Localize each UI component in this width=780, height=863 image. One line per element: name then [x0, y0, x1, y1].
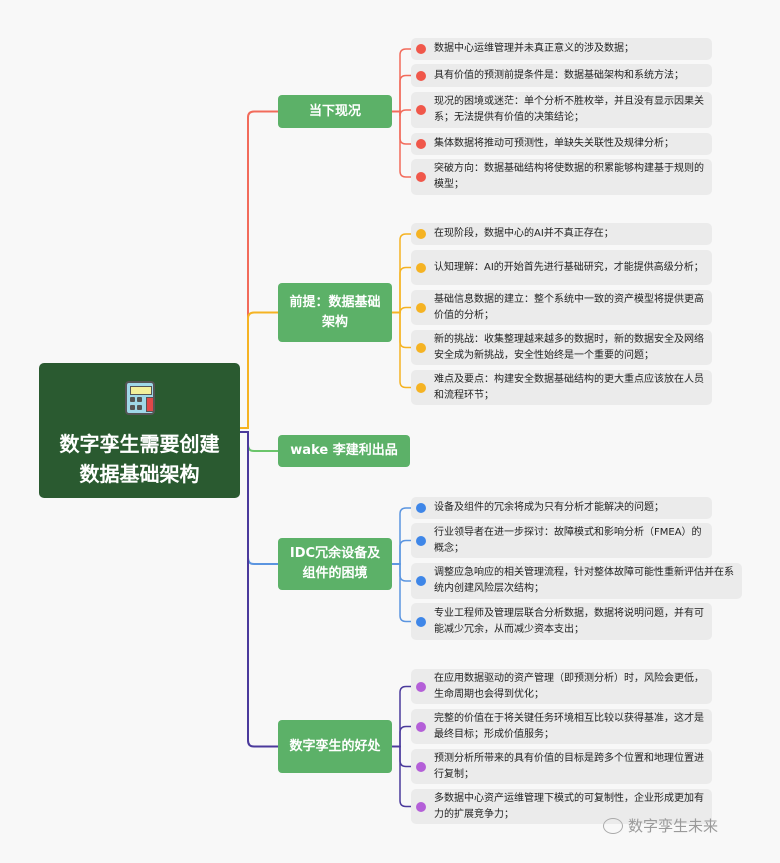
branch-connector: [240, 431, 278, 748]
leaf-connector: [392, 266, 416, 314]
leaf-text: 数据中心运维管理并未真正意义的涉及数据；: [434, 43, 634, 54]
leaf-text: 在现阶段，数据中心的AI并不真正存在；: [434, 228, 614, 239]
branch-node-3[interactable]: IDC冗余设备及组件的困境: [278, 538, 392, 590]
leaf-connector: [392, 311, 416, 389]
bullet-dot-icon: [416, 229, 426, 239]
watermark: 数字孪生未来: [603, 815, 718, 836]
leaf-node[interactable]: 多数据中心资产运维管理下模式的可复制性，企业形成更加有力的扩展竞争力；: [411, 789, 712, 824]
bullet-dot-icon: [416, 681, 426, 692]
leaf-node[interactable]: 集体数据将推动可预测性，单缺失关联性及规律分析；: [411, 133, 712, 155]
leaf-text: 认知理解：AI的开始首先进行基础研究，才能提供高级分析；: [434, 261, 704, 273]
leaf-node[interactable]: 新的挑战：收集整理越来越多的数据时，新的数据安全及网络安全成为新挑战，安全性始终…: [411, 330, 712, 365]
branch-connector: [240, 110, 278, 429]
leaf-text: 集体数据将推动可预测性，单缺失关联性及规律分析；: [434, 138, 674, 149]
leaf-text: 行业领导者在进一步探讨：故障模式和影响分析（FMEA）的概念；: [434, 526, 702, 554]
leaf-node[interactable]: 调整应急响应的相关管理流程，针对整体故障可能性重新评估并在系统内创建风险层次结构…: [411, 563, 742, 599]
leaf-node[interactable]: 现况的困境或迷茫：单个分析不胜枚举，并且没有显示因果关系；无法提供有价值的决策结…: [411, 92, 712, 128]
bullet-dot-icon: [416, 302, 426, 313]
leaf-connector: [392, 74, 416, 113]
leaf-node[interactable]: 完整的价值在于将关键任务环境相互比较以获得基准，这才是最终目标；形成价值服务；: [411, 709, 712, 744]
bullet-dot-icon: [416, 342, 426, 353]
bullet-dot-icon: [416, 382, 426, 393]
bullet-dot-icon: [416, 105, 426, 115]
branch-node-4[interactable]: 数字孪生的好处: [278, 720, 392, 773]
leaf-node[interactable]: 设备及组件的冗余将成为只有分析才能解决的问题；: [411, 497, 712, 519]
leaf-connector: [392, 563, 416, 623]
leaf-text: 难点及要点：构建安全数据基础结构的更大重点应该放在人员和流程环节；: [434, 373, 704, 401]
leaf-text: 设备及组件的冗余将成为只有分析才能解决的问题；: [434, 502, 664, 513]
bullet-dot-icon: [416, 70, 426, 81]
leaf-connector: [392, 110, 416, 178]
root-title: 数字孪生需要创建数据基础架构: [59, 432, 220, 486]
bullet-dot-icon: [416, 172, 426, 182]
leaf-node[interactable]: 预测分析所带来的具有价值的目标是跨多个位置和地理位置进行复制；: [411, 749, 712, 784]
bullet-dot-icon: [416, 576, 426, 586]
leaf-node[interactable]: 难点及要点：构建安全数据基础结构的更大重点应该放在人员和流程环节；: [411, 370, 712, 405]
leaf-node[interactable]: 在现阶段，数据中心的AI并不真正存在；: [411, 223, 712, 245]
leaf-node[interactable]: 具有价值的预测前提条件是：数据基础架构和系统方法；: [411, 64, 712, 87]
bullet-dot-icon: [416, 721, 426, 732]
leaf-text: 突破方向：数据基础结构将使数据的积累能够构建基于规则的模型；: [434, 163, 704, 190]
leaf-node[interactable]: 基础信息数据的建立：整个系统中一致的资产模型将提供更高价值的分析；: [411, 290, 712, 325]
leaf-text: 现况的困境或迷茫：单个分析不胜枚举，并且没有显示因果关系；无法提供有价值的决策结…: [434, 96, 704, 123]
calculator-icon: [125, 381, 155, 415]
leaf-text: 基础信息数据的建立：整个系统中一致的资产模型将提供更高价值的分析；: [434, 293, 704, 321]
leaf-text: 专业工程师及管理层联合分析数据，数据将说明问题，并有可能减少冗余，从而减少资本支…: [434, 607, 704, 635]
leaf-text: 具有价值的预测前提条件是：数据基础架构和系统方法；: [434, 69, 684, 81]
bullet-dot-icon: [416, 139, 426, 149]
leaf-text: 在应用数据驱动的资产管理（即预测分析）时，风险会更低，生命周期也会得到优化；: [434, 672, 704, 700]
branch-node-1[interactable]: 前提：数据基础架构: [278, 283, 392, 342]
wechat-icon: [603, 817, 623, 834]
leaf-connector: [392, 507, 416, 565]
leaf-node[interactable]: 专业工程师及管理层联合分析数据，数据将说明问题，并有可能减少冗余，从而减少资本支…: [411, 603, 712, 640]
bullet-dot-icon: [416, 503, 426, 513]
branch-node-2[interactable]: wake 李建利出品: [278, 435, 410, 467]
bullet-dot-icon: [416, 761, 426, 772]
branch-connector: [240, 431, 278, 452]
bullet-dot-icon: [416, 262, 426, 273]
leaf-node[interactable]: 行业领导者在进一步探讨：故障模式和影响分析（FMEA）的概念；: [411, 523, 712, 558]
leaf-connector: [392, 725, 416, 748]
leaf-text: 多数据中心资产运维管理下模式的可复制性，企业形成更加有力的扩展竞争力；: [434, 792, 704, 820]
leaf-connector: [392, 233, 416, 314]
bullet-dot-icon: [416, 535, 426, 546]
leaf-text: 完整的价值在于将关键任务环境相互比较以获得基准，这才是最终目标；形成价值服务；: [434, 712, 704, 740]
branch-connector: [240, 311, 278, 429]
bullet-dot-icon: [416, 801, 426, 812]
branch-node-0[interactable]: 当下现况: [278, 95, 392, 128]
leaf-text: 调整应急响应的相关管理流程，针对整体故障可能性重新评估并在系统内创建风险层次结构…: [434, 567, 734, 594]
leaf-node[interactable]: 在应用数据驱动的资产管理（即预测分析）时，风险会更低，生命周期也会得到优化；: [411, 669, 712, 704]
leaf-connector: [392, 48, 416, 113]
root-node[interactable]: 数字孪生需要创建数据基础架构: [39, 363, 240, 498]
leaf-connector: [392, 539, 416, 565]
leaf-connector: [392, 685, 416, 748]
leaf-text: 新的挑战：收集整理越来越多的数据时，新的数据安全及网络安全成为新挑战，安全性始终…: [434, 333, 704, 361]
leaf-node[interactable]: 数据中心运维管理并未真正意义的涉及数据；: [411, 38, 712, 60]
bullet-dot-icon: [416, 44, 426, 54]
bullet-dot-icon: [416, 616, 426, 627]
leaf-connector: [392, 745, 416, 808]
leaf-node[interactable]: 认知理解：AI的开始首先进行基础研究，才能提供高级分析；: [411, 250, 712, 285]
watermark-text: 数字孪生未来: [628, 817, 719, 835]
leaf-text: 预测分析所带来的具有价值的目标是跨多个位置和地理位置进行复制；: [434, 752, 704, 780]
leaf-node[interactable]: 突破方向：数据基础结构将使数据的积累能够构建基于规则的模型；: [411, 159, 712, 195]
